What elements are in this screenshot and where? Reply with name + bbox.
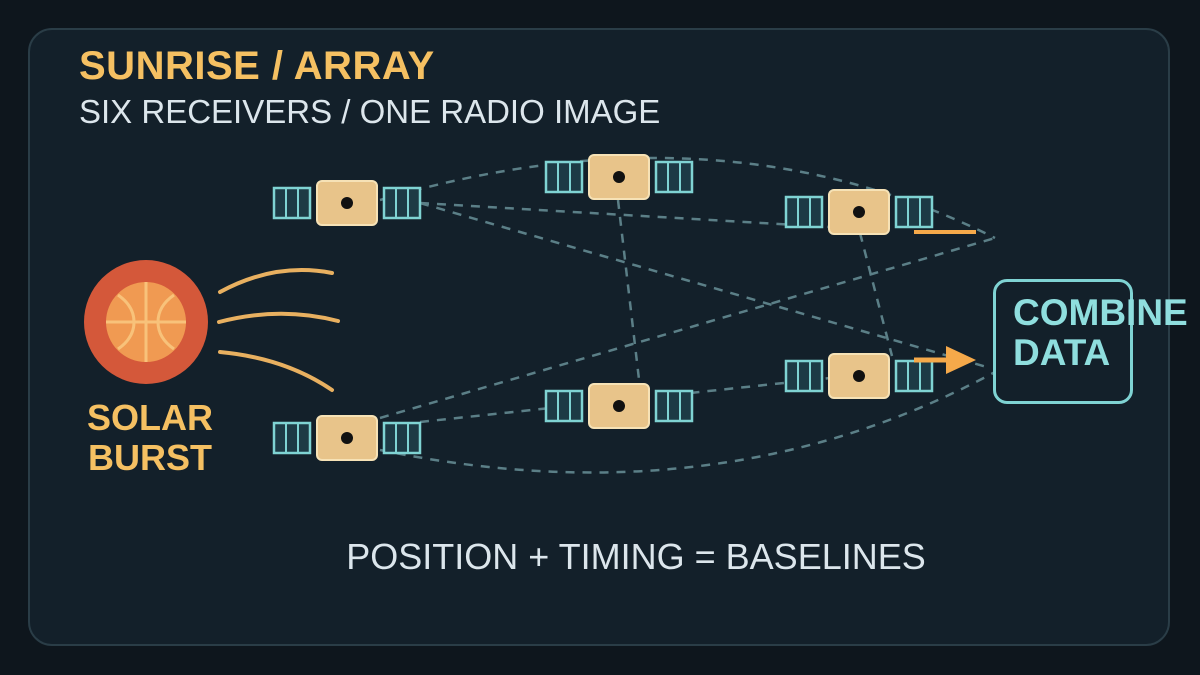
combine-data-box <box>993 279 1133 404</box>
baseline-formula: POSITION + TIMING = BASELINES <box>346 536 926 577</box>
outer-arc-bottom <box>379 370 996 474</box>
arrow-right-icon <box>914 346 976 374</box>
satellite-icon <box>544 153 694 201</box>
baseline-1-combine <box>419 201 991 370</box>
radio-wave-top <box>218 268 334 294</box>
satellite-icon <box>272 414 422 462</box>
radio-wave-bottom <box>218 350 334 392</box>
page-title: SUNRISE / ARRAY <box>79 44 435 88</box>
baseline-4-combine <box>379 236 996 420</box>
combine-data-label-line1: COMBINE <box>1013 292 1188 333</box>
solar-burst-label-line2: BURST <box>88 437 212 478</box>
solar-burst-label-line1: SOLAR <box>87 397 213 438</box>
combine-data-label: COMBINE DATA <box>1013 293 1188 373</box>
page-subtitle: SIX RECEIVERS / ONE RADIO IMAGE <box>79 93 661 130</box>
baseline-lines <box>379 156 996 474</box>
solar-burst-label: SOLAR BURST <box>60 398 240 478</box>
satellite-icon <box>272 179 422 227</box>
baseline-3-6 <box>858 232 894 357</box>
satellite-icon <box>784 352 934 400</box>
diagram-panel <box>28 28 1170 646</box>
satellite-icon <box>784 188 934 236</box>
satellite-icon <box>544 382 694 430</box>
radio-waves <box>217 268 340 392</box>
baseline-2-5 <box>616 199 642 389</box>
sun-icon <box>84 260 208 384</box>
combine-data-label-line2: DATA <box>1013 332 1111 373</box>
baseline-1-3 <box>419 201 831 229</box>
radio-wave-middle <box>217 311 340 324</box>
